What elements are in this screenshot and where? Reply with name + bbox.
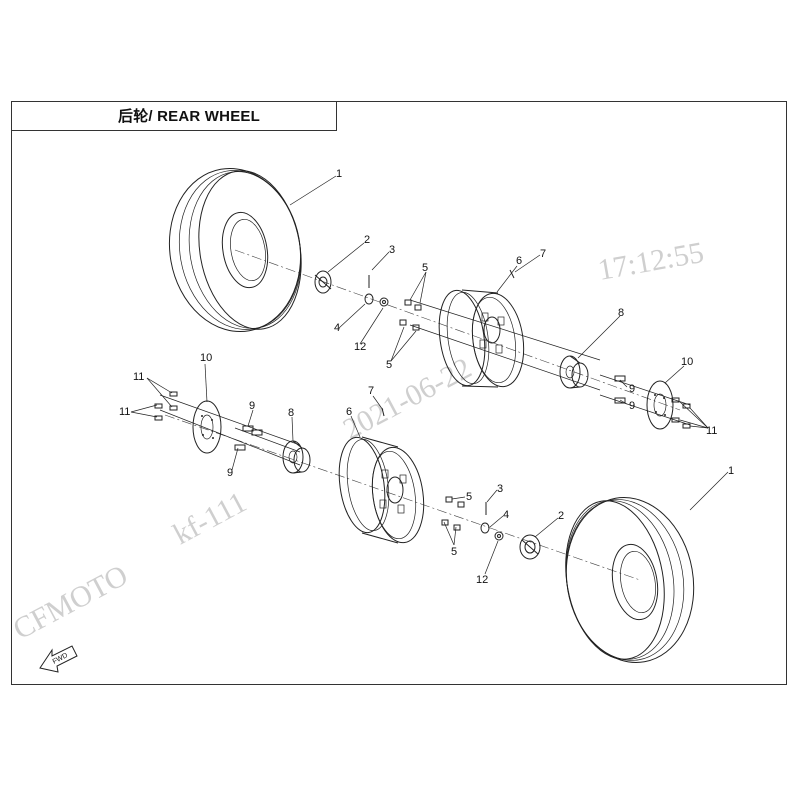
callout-9: 9 — [227, 467, 233, 479]
callout-4: 4 — [503, 509, 509, 521]
callout-5: 5 — [422, 262, 428, 274]
lug-nut-icon — [441, 496, 465, 531]
drawing-frame — [11, 101, 787, 685]
tire-icon — [168, 167, 302, 333]
tire-icon — [565, 497, 695, 663]
hub-cap-icon — [314, 270, 332, 294]
callout-8: 8 — [288, 407, 294, 419]
page-title: 后轮/ REAR WHEEL — [118, 108, 260, 125]
callout-8: 8 — [618, 307, 624, 319]
callout-12: 12 — [354, 341, 366, 353]
callout-labels: 1 2 3 4 5 5 6 7 8 9 9 10 11 12 10 11 11 … — [119, 168, 734, 586]
callout-2: 2 — [364, 234, 370, 246]
callout-2: 2 — [558, 510, 564, 522]
callout-1: 1 — [336, 168, 342, 180]
callout-3: 3 — [389, 244, 395, 256]
callout-10: 10 — [200, 352, 212, 364]
valve-stem-icon — [509, 269, 515, 279]
callout-1: 1 — [728, 465, 734, 477]
callout-10: 10 — [681, 356, 693, 368]
fwd-arrow-icon: FWD — [39, 645, 78, 673]
title-box — [11, 101, 337, 131]
hub-cap-icon — [519, 534, 541, 560]
callout-5: 5 — [466, 491, 472, 503]
callout-4: 4 — [334, 322, 340, 334]
watermark-code: kf-111 — [168, 486, 252, 552]
lug-nut-icon — [399, 299, 422, 331]
leader-lines — [130, 175, 729, 575]
hub-icon — [282, 440, 311, 474]
rim-icon — [338, 436, 425, 544]
callout-6: 6 — [346, 406, 352, 418]
callout-9: 9 — [249, 400, 255, 412]
callout-7: 7 — [368, 385, 374, 397]
callout-9: 9 — [629, 400, 635, 412]
callout-12: 12 — [476, 574, 488, 586]
watermark-time: 17:12:55 — [595, 236, 706, 287]
lower-axis-line — [164, 414, 641, 581]
watermark-brand: CFMOTO — [8, 559, 133, 647]
brake-disc-icon — [192, 400, 222, 454]
callout-11: 11 — [706, 425, 717, 437]
watermark-date: 2021-06-22 — [338, 351, 477, 446]
hub-icon — [559, 355, 589, 389]
callout-7: 7 — [540, 248, 546, 260]
rim-icon — [438, 289, 525, 388]
callout-5: 5 — [451, 546, 457, 558]
hub-nut-icon — [480, 502, 504, 541]
fwd-label: FWD — [52, 652, 69, 666]
upper-axis-line — [234, 249, 681, 411]
callout-5: 5 — [386, 359, 392, 371]
hub-nut-icon — [364, 275, 389, 307]
bolt-icon — [154, 391, 691, 429]
stud-icon — [234, 375, 626, 451]
brake-disc-icon — [646, 380, 674, 430]
callout-3: 3 — [497, 483, 503, 495]
callout-9: 9 — [629, 383, 635, 395]
callout-6: 6 — [516, 255, 522, 267]
callout-11: 11 — [119, 406, 130, 418]
callout-11: 11 — [133, 371, 144, 383]
